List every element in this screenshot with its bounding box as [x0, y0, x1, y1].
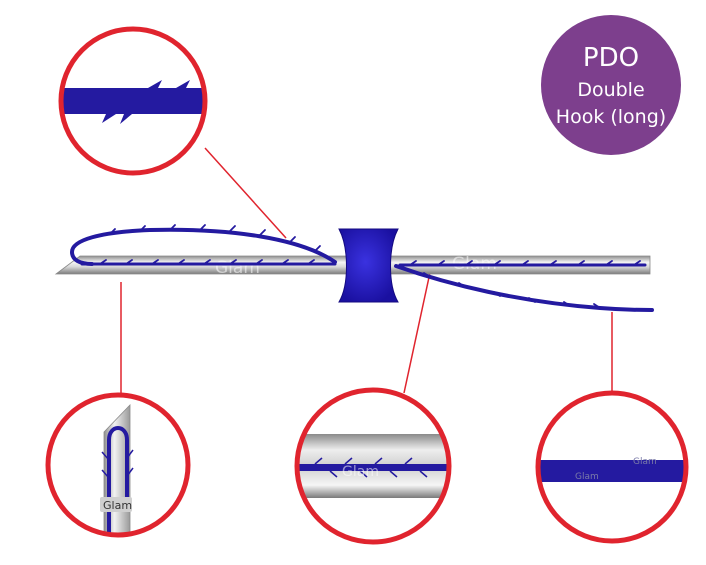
thread [69, 224, 654, 312]
barb-icon [314, 245, 321, 252]
barb-icon [404, 457, 413, 465]
barb-icon [148, 80, 162, 88]
barb-icon [423, 272, 431, 278]
thread-barbs [99, 224, 641, 309]
barb-icon [563, 301, 571, 307]
leader-line-bottom-middle [403, 267, 432, 394]
watermark-bottom-right-top: Glam [633, 457, 657, 467]
barb-icon [605, 260, 613, 266]
magnifier-ring [294, 387, 452, 545]
barb-icon [329, 470, 338, 478]
barb-icon [465, 260, 473, 266]
barb-icon [374, 457, 383, 465]
barb-icon [125, 259, 133, 265]
barb-icon [120, 114, 132, 124]
barb-icon [281, 259, 289, 265]
barb-icon [102, 114, 116, 123]
magnified-thread [61, 88, 205, 114]
barb-icon [139, 225, 146, 232]
barb-icon [633, 260, 641, 266]
leader-line-top-left [204, 147, 287, 239]
barb-icon [151, 259, 159, 265]
magnifier-ring [535, 390, 689, 544]
thread-tail [394, 264, 654, 312]
barb-icon [549, 260, 557, 266]
barb-icon [314, 457, 323, 465]
magnified-barbs [314, 457, 428, 478]
magnifier-ring [58, 26, 208, 176]
barb-icon [169, 224, 176, 231]
barb-icon [521, 260, 529, 266]
barb-icon [437, 260, 445, 266]
leader-lines [120, 147, 613, 394]
watermark-label-bg [100, 497, 132, 512]
barb-icon [101, 451, 110, 461]
barb-icon [344, 457, 353, 465]
magnifier-ring [45, 392, 191, 538]
barb-icon [259, 229, 266, 236]
badge-title: PDO [583, 43, 639, 73]
barb-icon [203, 259, 211, 265]
magnifier-thread-in-needle: Glam [294, 387, 452, 545]
product-badge: PDO Double Hook (long) [541, 15, 681, 155]
thread-loop [69, 227, 337, 266]
watermark-bottom-left: Glam [103, 499, 132, 512]
watermark-bottom-middle: Glam [342, 464, 379, 480]
watermark-bottom-right: Glam [575, 472, 599, 482]
barb-icon [126, 467, 134, 477]
magnifier-barbed-thread [58, 26, 208, 176]
badge-circle [541, 15, 681, 155]
magnifier-needle-tip: Glam [45, 392, 191, 538]
needle-hub [338, 228, 399, 303]
barb-icon [389, 470, 398, 478]
barb-icon [126, 449, 134, 459]
barb-icon [419, 470, 428, 478]
barb-icon [493, 260, 501, 266]
barb-icon [289, 236, 296, 243]
barb-icon [577, 260, 585, 266]
magnifier-thread-tail: Glam Glam [535, 390, 689, 544]
magnified-thread-hook [107, 426, 129, 535]
magnified-thread [538, 460, 686, 482]
barb-icon [176, 80, 190, 88]
barb-icon [109, 228, 116, 235]
barb-icon [593, 303, 601, 309]
barb-icon [177, 259, 185, 265]
badge-subtitle-line2: Hook (long) [556, 106, 666, 128]
barb-icon [359, 470, 368, 478]
barb-icon [307, 259, 315, 265]
magnified-thread [297, 464, 449, 471]
barb-icon [493, 291, 501, 297]
barb-icon [229, 259, 237, 265]
barb-icon [199, 224, 206, 231]
barb-icon [101, 469, 110, 479]
barb-icon [458, 282, 466, 288]
barb-icon [255, 259, 263, 265]
barb-icon [409, 260, 417, 266]
badge-subtitle-line1: Double [577, 79, 644, 101]
watermark-left: Glam [215, 258, 260, 278]
barb-icon [229, 225, 236, 232]
hub-body [338, 228, 399, 303]
barb-icon [99, 259, 107, 265]
barb-icon [528, 297, 536, 303]
